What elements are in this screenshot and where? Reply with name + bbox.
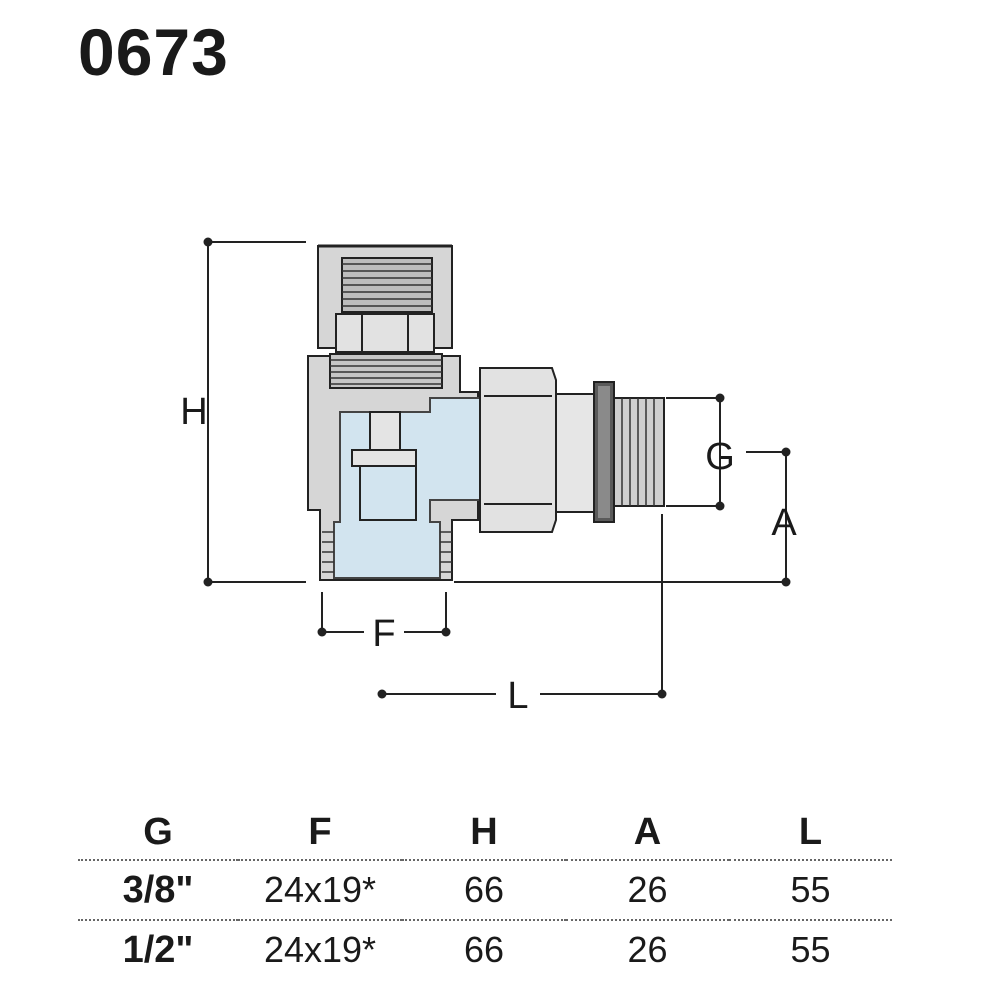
top-hex [335, 313, 435, 353]
col-header-h: H [402, 805, 566, 861]
col-header-a: A [566, 805, 729, 861]
table-row: 1/2" 24x19* 66 26 55 [78, 920, 892, 979]
dim-label-f: F [372, 613, 395, 655]
valve-stem [369, 411, 401, 453]
dim-label-h: H [180, 391, 207, 433]
tailpiece [555, 393, 595, 513]
cell-h: 66 [402, 860, 566, 921]
product-code-title: 0673 [78, 15, 229, 89]
valve-drawing [307, 244, 665, 581]
col-header-f: F [238, 805, 402, 861]
cell-h: 66 [463, 929, 505, 970]
cell-l: 55 [729, 860, 892, 921]
table-header-row: G F H A L [78, 805, 892, 861]
cell-f: 24x19* [238, 860, 402, 921]
col-header-g: G [78, 805, 238, 861]
cell-a: 26 [627, 929, 668, 970]
valve-technical-drawing: H G A F L [180, 237, 797, 717]
side-nut [479, 367, 557, 533]
cell-f: 24x19* [263, 929, 377, 970]
dim-label-a: A [771, 502, 797, 544]
dim-label-g: G [705, 436, 735, 478]
dim-label-l: L [507, 675, 528, 717]
cell-size: 1/2" [122, 928, 194, 971]
col-header-l: L [729, 805, 892, 861]
cell-a: 26 [566, 860, 729, 921]
cell-l: 55 [790, 929, 831, 970]
dimensions-table: G F H A L 3/8" 24x19* 66 26 55 1/2" 24x1… [78, 805, 892, 979]
table-row: 3/8" 24x19* 66 26 55 [78, 860, 892, 921]
dimension-dots [203, 237, 791, 699]
cell-size: 3/8" [78, 860, 238, 921]
dimension-lines [207, 241, 787, 695]
